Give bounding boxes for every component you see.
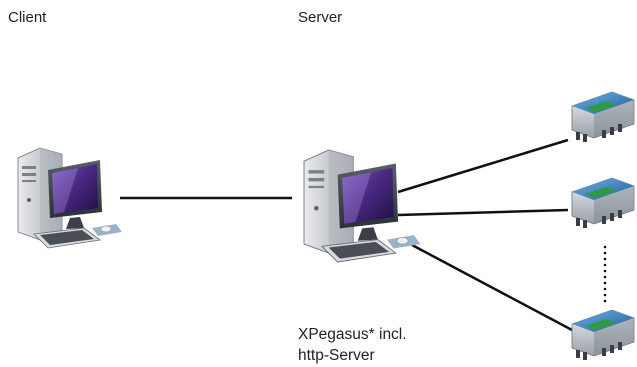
- controller-device-1-icon: [571, 91, 635, 143]
- server-computer-icon: [303, 149, 422, 263]
- controller-device-3-icon: [571, 309, 635, 361]
- controller-device-2-icon: [571, 177, 635, 229]
- server-label: Server: [298, 9, 343, 26]
- server-device-link-1: [397, 138, 569, 194]
- client-label: Client: [8, 9, 47, 26]
- server-device-link-3: [411, 243, 573, 332]
- server-caption-line2: http-Server: [298, 347, 375, 364]
- more-devices-ellipsis: [603, 245, 607, 303]
- server-device-link-2: [397, 208, 569, 217]
- server-caption: XPegasus* incl. http-Server: [298, 324, 407, 366]
- server-caption-line1: XPegasus* incl.: [298, 326, 407, 343]
- client-computer-icon: [17, 147, 123, 249]
